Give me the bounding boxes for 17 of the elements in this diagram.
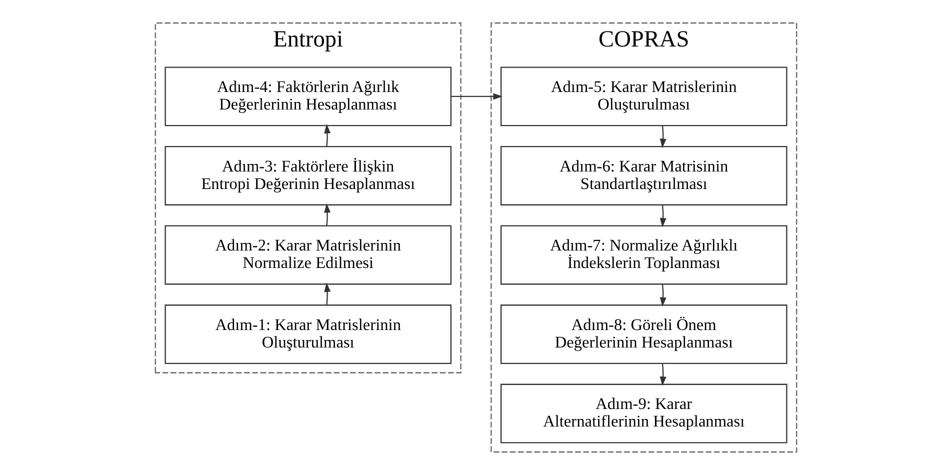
arrow bbox=[660, 125, 666, 148]
arrow bbox=[660, 284, 666, 306]
arrow bbox=[660, 204, 666, 227]
arrow bbox=[324, 282, 331, 304]
node-box: Adım-5: Karar Matrislerinin Oluşturulması bbox=[500, 66, 788, 126]
arrow bbox=[324, 124, 331, 146]
arrow bbox=[451, 92, 503, 100]
node-box: Adım-8: Göreli Önem Değerlerinin Hesaplanması bbox=[500, 304, 788, 364]
arrow bbox=[660, 363, 666, 386]
node-box: Adım-4: Faktörlerin Ağırlık Değerlerinin Hesaplanması bbox=[164, 66, 452, 126]
node-box: Adım-9: Karar Alternatiflerinin Hesaplanması bbox=[500, 383, 788, 443]
node-box: Adım-7: Normalize Ağırlıklı İndekslerin Toplanması bbox=[500, 224, 788, 284]
node-box: Adım-2: Karar Matrislerinin Normalize Edilmesi bbox=[164, 224, 452, 284]
node-box: Adım-1: Karar Matrislerinin Oluşturulması bbox=[164, 304, 452, 364]
node-box: Adım-6: Karar Matrisinin Standartlaştırılması bbox=[500, 145, 788, 205]
arrow bbox=[324, 202, 331, 226]
node-box: Adım-3: Faktörlere İlişkin Entropi Değerinin Hesaplanması bbox=[164, 145, 452, 205]
